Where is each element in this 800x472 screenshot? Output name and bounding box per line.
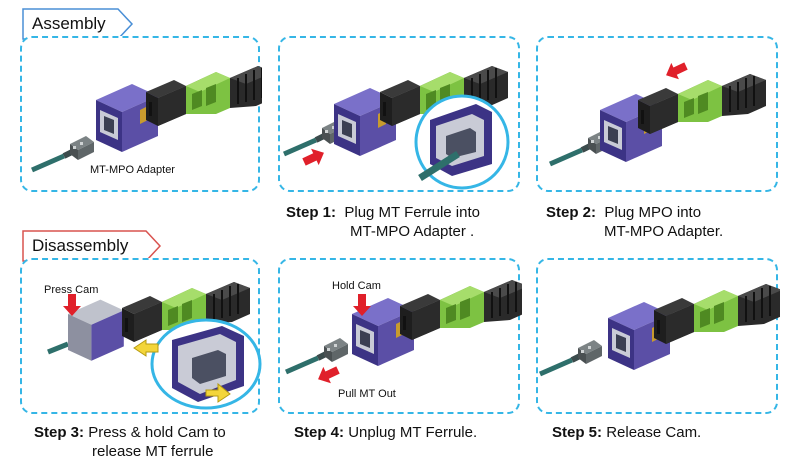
disassembly-tag: Disassembly (22, 230, 162, 262)
step-1-illustration (280, 65, 510, 190)
step-3-text-line1: Press & hold Cam to (88, 424, 226, 441)
step-4-illustration (280, 279, 522, 388)
step-5-text-line1: Release Cam. (606, 424, 702, 441)
step-3-text-line2: release MT ferrule (92, 443, 214, 460)
assembly-tag: Assembly (22, 8, 134, 40)
assembly-title: Assembly (32, 14, 106, 33)
step-1-text-line1: Plug MT Ferrule into (344, 204, 480, 221)
step-5-caption: Step 5: Release Cam. (552, 423, 701, 442)
tag-shape (22, 230, 162, 262)
panel-step-3: Press Cam (20, 258, 262, 414)
panel-step-4: Hold Cam Pull MT Out (278, 258, 522, 414)
panel-step-2 (536, 36, 778, 192)
step-2-number: Step 2: (546, 204, 597, 221)
press-cam-label: Press Cam (44, 284, 99, 296)
step-2-text-line1: Plug MPO into (604, 204, 702, 221)
step-1-caption: Step 1: Plug MT Ferrule into MT-MPO Adap… (286, 203, 480, 241)
tag-shape (22, 8, 134, 40)
pull-mt-out-label: Pull MT Out (338, 388, 396, 400)
adapter-label: MT-MPO Adapter (90, 164, 175, 176)
step-1-text-line2: MT-MPO Adapter . (350, 223, 475, 240)
step-5-number: Step 5: (552, 424, 603, 441)
step-2-caption: Step 2: Plug MPO into MT-MPO Adapter. (546, 203, 723, 241)
step-4-text-line1: Unplug MT Ferrule. (348, 424, 478, 441)
step-5-illustration (538, 283, 780, 416)
hold-cam-label: Hold Cam (332, 280, 381, 292)
step-3-illustration (47, 281, 262, 410)
disassembly-title: Disassembly (32, 236, 129, 255)
step-2-text-line2: MT-MPO Adapter. (604, 223, 724, 240)
panel-step-5 (536, 258, 780, 416)
panel-assembly-overview: MT-MPO Adapter (20, 36, 262, 192)
step-4-caption: Step 4: Unplug MT Ferrule. (294, 423, 477, 442)
step-3-number: Step 3: (34, 424, 85, 441)
step-4-number: Step 4: (294, 424, 345, 441)
step-2-illustration (538, 57, 767, 194)
panel-step-1 (278, 36, 520, 192)
step-1-number: Step 1: (286, 204, 337, 221)
step-3-caption: Step 3: Press & hold Cam to release MT f… (34, 423, 226, 461)
